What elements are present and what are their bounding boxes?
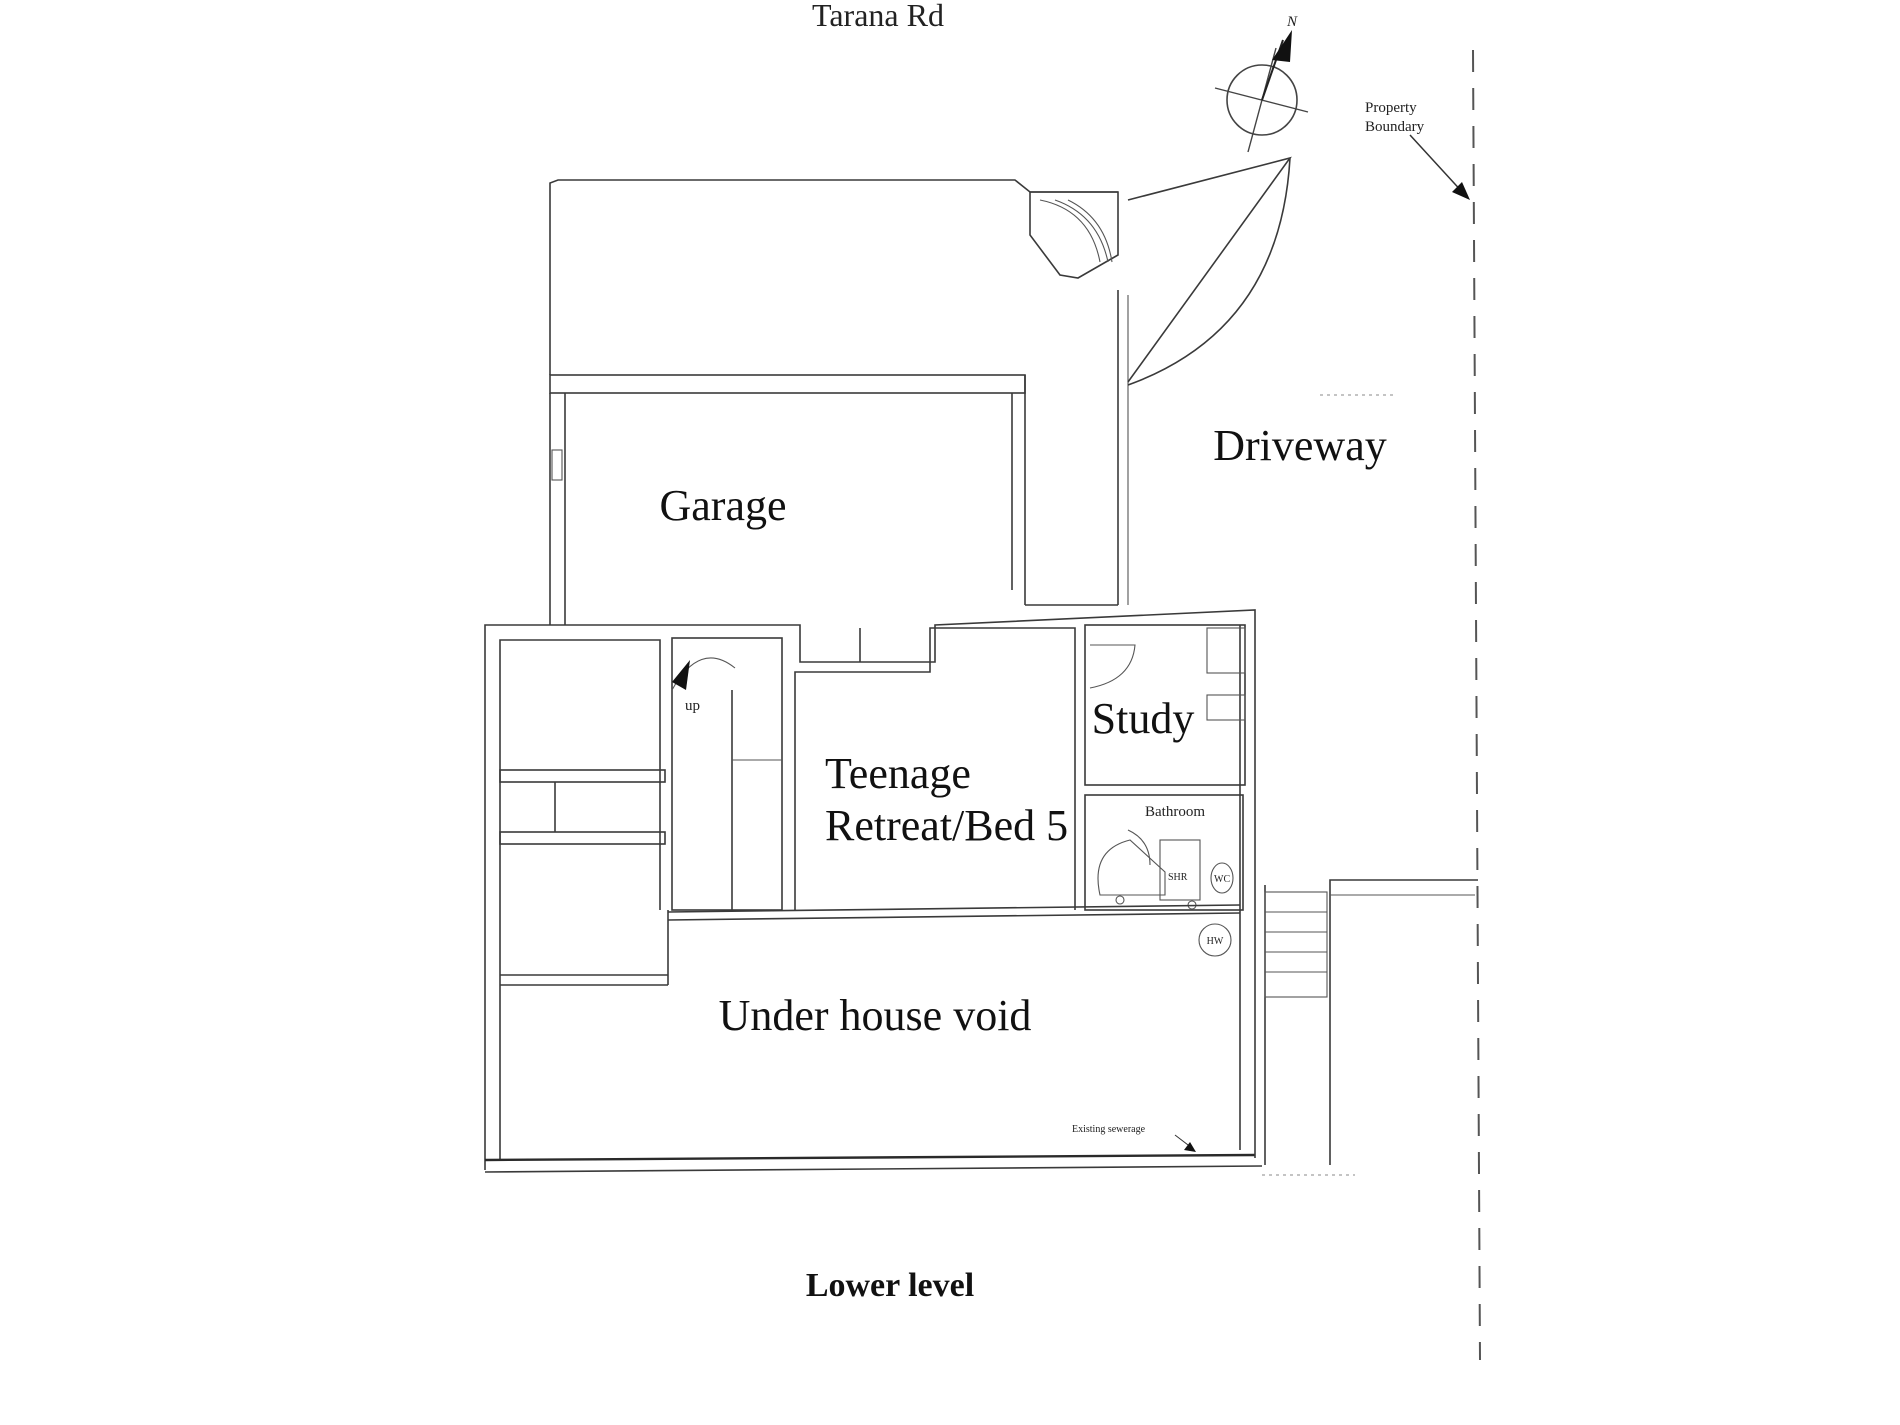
plan-caption: Lower level [806,1267,974,1304]
lower-level-outline [484,609,1263,1173]
street-label: Tarana Rd [812,0,944,33]
stair: up [671,637,783,911]
shower-label: SHR [1168,872,1188,883]
wc-label: WC [1214,874,1230,885]
study-label: Study [1092,694,1195,743]
bathroom-walls [1084,794,1244,911]
property-boundary-arrow-icon [1409,134,1470,200]
stair-up-label: up [685,698,700,714]
stair-arrow-icon [672,660,690,690]
under-house-void-label: Under house void [719,991,1032,1040]
study-walls [1084,624,1246,786]
sewerage-label: Existing sewerage [1072,1124,1146,1135]
teenage-retreat-label-line2: Retreat/Bed 5 [825,801,1068,850]
sewerage-arrow-icon [1174,1134,1196,1152]
teenage-retreat-walls [794,627,1076,910]
bathroom-label: Bathroom [1145,804,1205,820]
garage-label: Garage [659,481,786,530]
teenage-retreat-label-line1: Teenage [825,749,971,798]
void-divider [667,904,1241,921]
external-stairs [1262,879,1478,1176]
driveway-label: Driveway [1213,421,1387,470]
property-boundary-label-line2: Boundary [1365,119,1425,135]
hot-water-unit: HW [1198,923,1232,957]
driveway-gate [1127,156,1292,386]
hot-water-label: HW [1207,936,1224,947]
front-entry-outline [549,179,1129,605]
garage-walls [549,374,1118,625]
left-storage [499,769,669,986]
north-compass-icon: N [1214,14,1309,153]
north-label: N [1286,14,1298,30]
property-boundary-line [1472,49,1481,1361]
property-boundary-label-line1: Property [1365,100,1417,116]
